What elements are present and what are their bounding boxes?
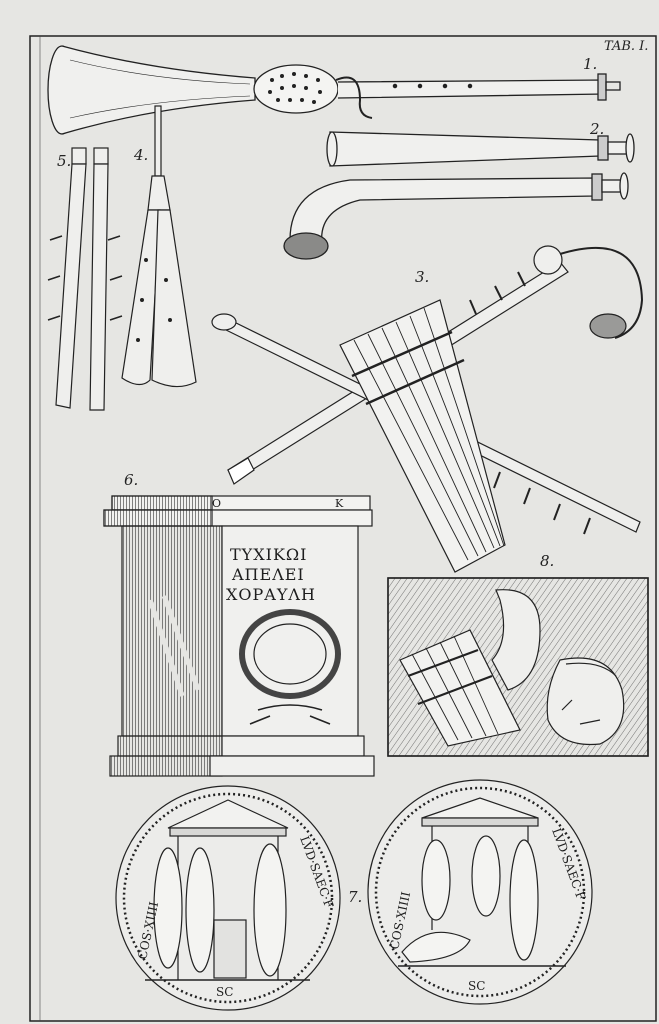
altar-inscription-line-1: ΤΥΧΙΚΩΙ — [230, 545, 307, 564]
plate-border — [29, 35, 657, 1022]
instrument-crossed-pipes-3 — [211, 245, 644, 573]
instrument-double-pipe-5 — [47, 147, 123, 411]
fig-number-8: 8. — [540, 552, 554, 570]
instrument-horn-1 — [47, 45, 621, 135]
fig-number-6: 6. — [124, 471, 138, 489]
fig-number-4: 4. — [133, 146, 148, 164]
relief-panel-8 — [387, 577, 649, 757]
instrument-curved-horn — [283, 172, 629, 260]
altar-top-letter-left: O — [212, 497, 222, 510]
coin-left-bottom: SC — [216, 985, 233, 999]
altar-top-letter-right: K — [335, 497, 344, 510]
altar-inscription-line-3: ΧΟΡΑΥΛΗ — [226, 585, 316, 604]
altar-inscription-line-2: ΑΠΕΛΕΙ — [231, 565, 305, 584]
fig-number-5: 5. — [57, 152, 71, 170]
altar-6 — [103, 495, 375, 777]
coin-right-bottom: SC — [468, 979, 485, 993]
instrument-aulos-4 — [121, 105, 197, 388]
fig-number-3: 3. — [415, 268, 429, 286]
fig-number-1: 1. — [583, 55, 597, 73]
coin-left — [115, 785, 341, 1011]
instrument-horn-2 — [326, 131, 635, 167]
fig-number-2: 2. — [589, 120, 604, 138]
fig-number-7: 7. — [348, 888, 362, 906]
coin-right — [367, 779, 593, 1005]
plate-label: TAB. I. — [604, 39, 648, 54]
